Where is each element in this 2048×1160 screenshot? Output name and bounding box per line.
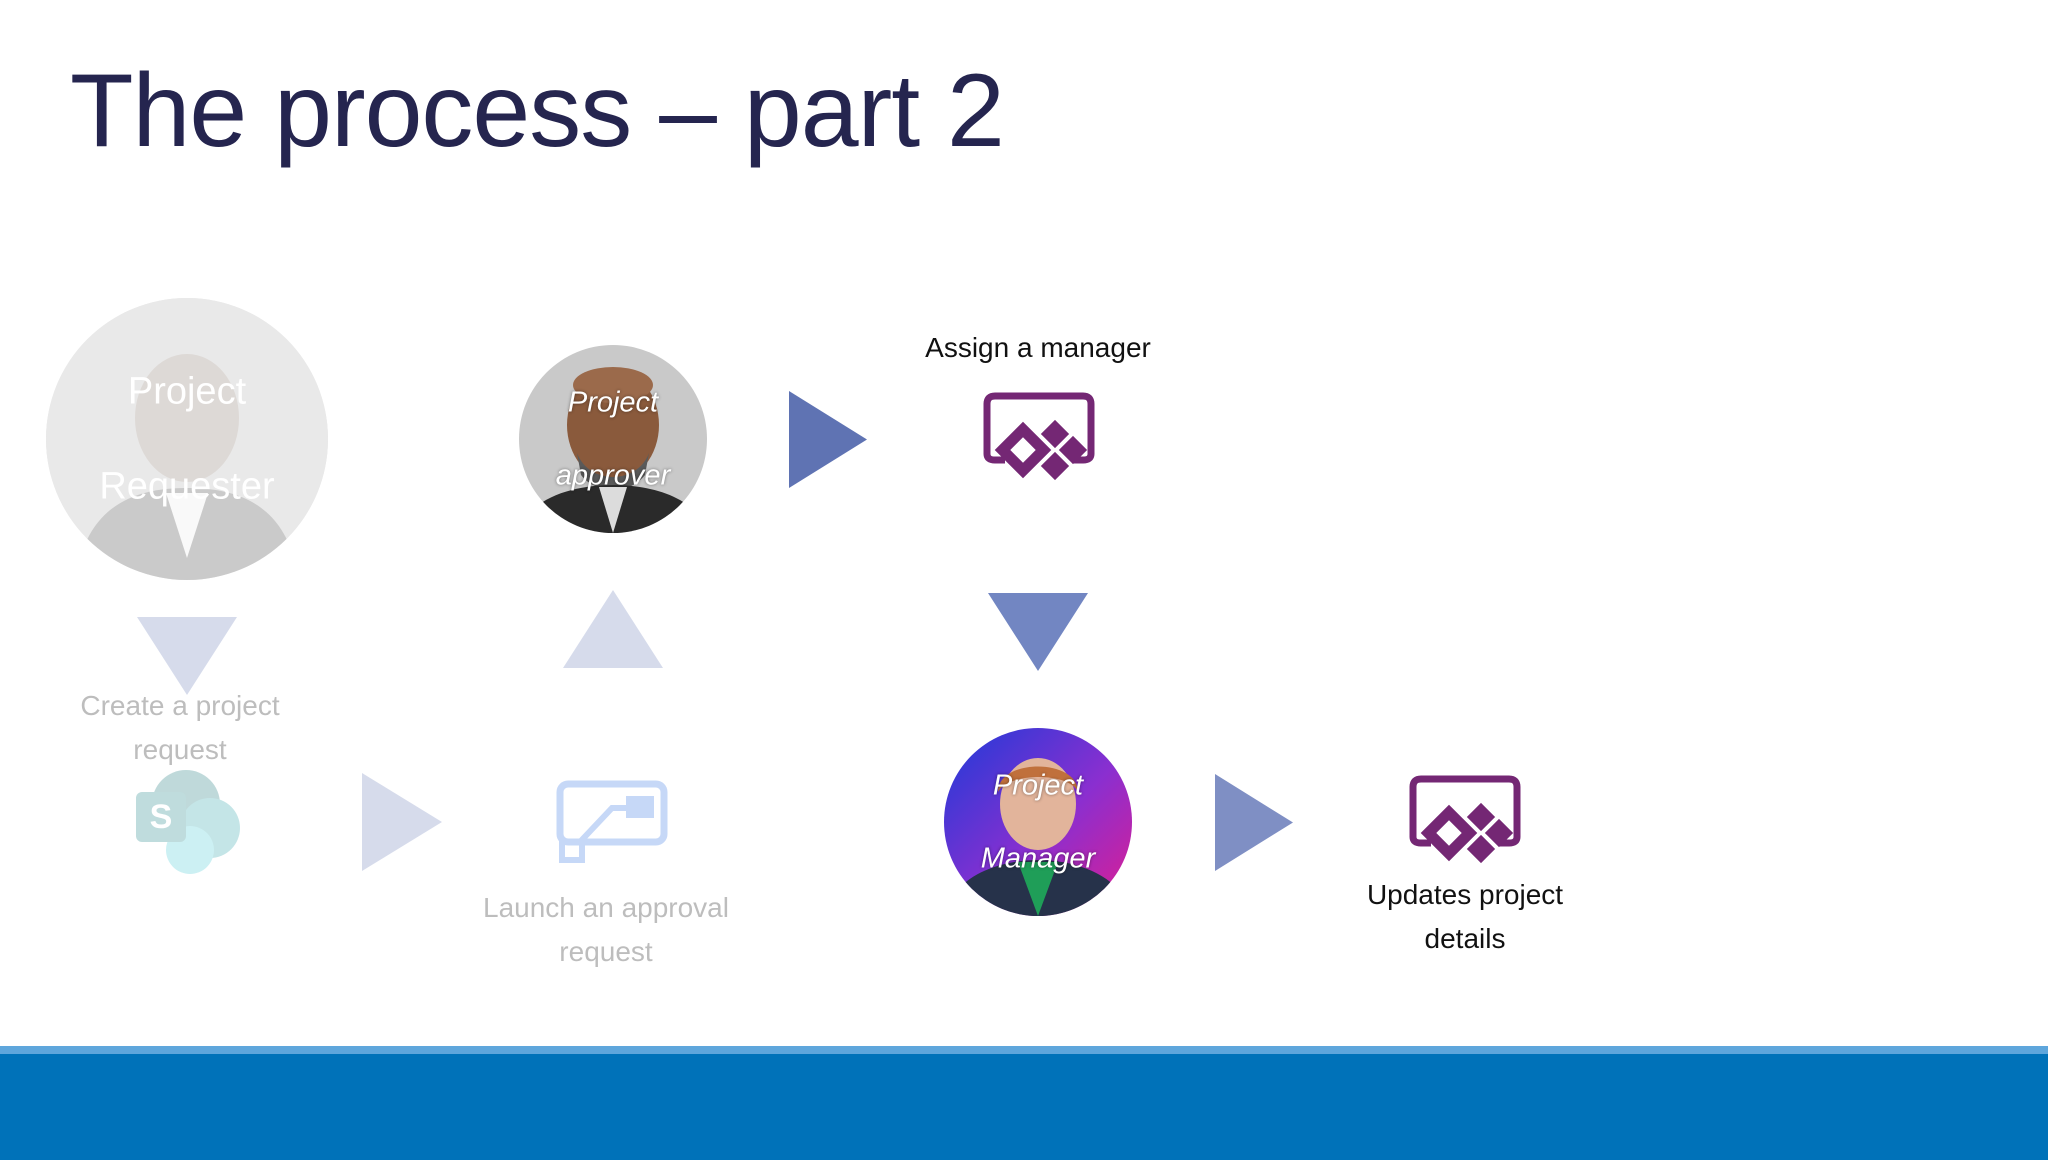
power-automate-icon bbox=[556, 780, 668, 863]
project-approver-label: Project approver bbox=[555, 386, 671, 492]
project-requester-label: Project Requester bbox=[99, 369, 275, 507]
slide-title: The process – part 2 bbox=[70, 53, 1005, 169]
project-manager-avatar: Project Manager bbox=[944, 728, 1132, 916]
assign-manager-caption: Assign a manager bbox=[925, 332, 1151, 363]
arrow-down-faded bbox=[137, 617, 237, 695]
footer-band bbox=[0, 1046, 2048, 1160]
project-manager-label: Project Manager bbox=[980, 769, 1096, 875]
project-approver-avatar: Project approver bbox=[519, 345, 707, 533]
arrow-right-to-updates bbox=[1215, 774, 1293, 871]
create-request-caption: Create a project request bbox=[80, 690, 280, 765]
requester-photo bbox=[46, 298, 328, 580]
arrow-up-faded bbox=[563, 590, 663, 668]
power-apps-icon bbox=[1409, 775, 1521, 864]
sharepoint-icon: S bbox=[136, 770, 240, 874]
arrow-down-to-manager bbox=[988, 593, 1088, 671]
manager-photo bbox=[944, 728, 1132, 916]
project-requester-avatar: Project Requester bbox=[46, 298, 328, 580]
svg-text:S: S bbox=[150, 798, 173, 836]
arrow-right-to-assign bbox=[789, 391, 867, 488]
updates-details-caption: Updates project details bbox=[1366, 879, 1564, 954]
launch-approval-caption: Launch an approval request bbox=[483, 892, 729, 967]
arrow-right-faded bbox=[362, 773, 442, 871]
power-apps-icon bbox=[983, 392, 1095, 481]
